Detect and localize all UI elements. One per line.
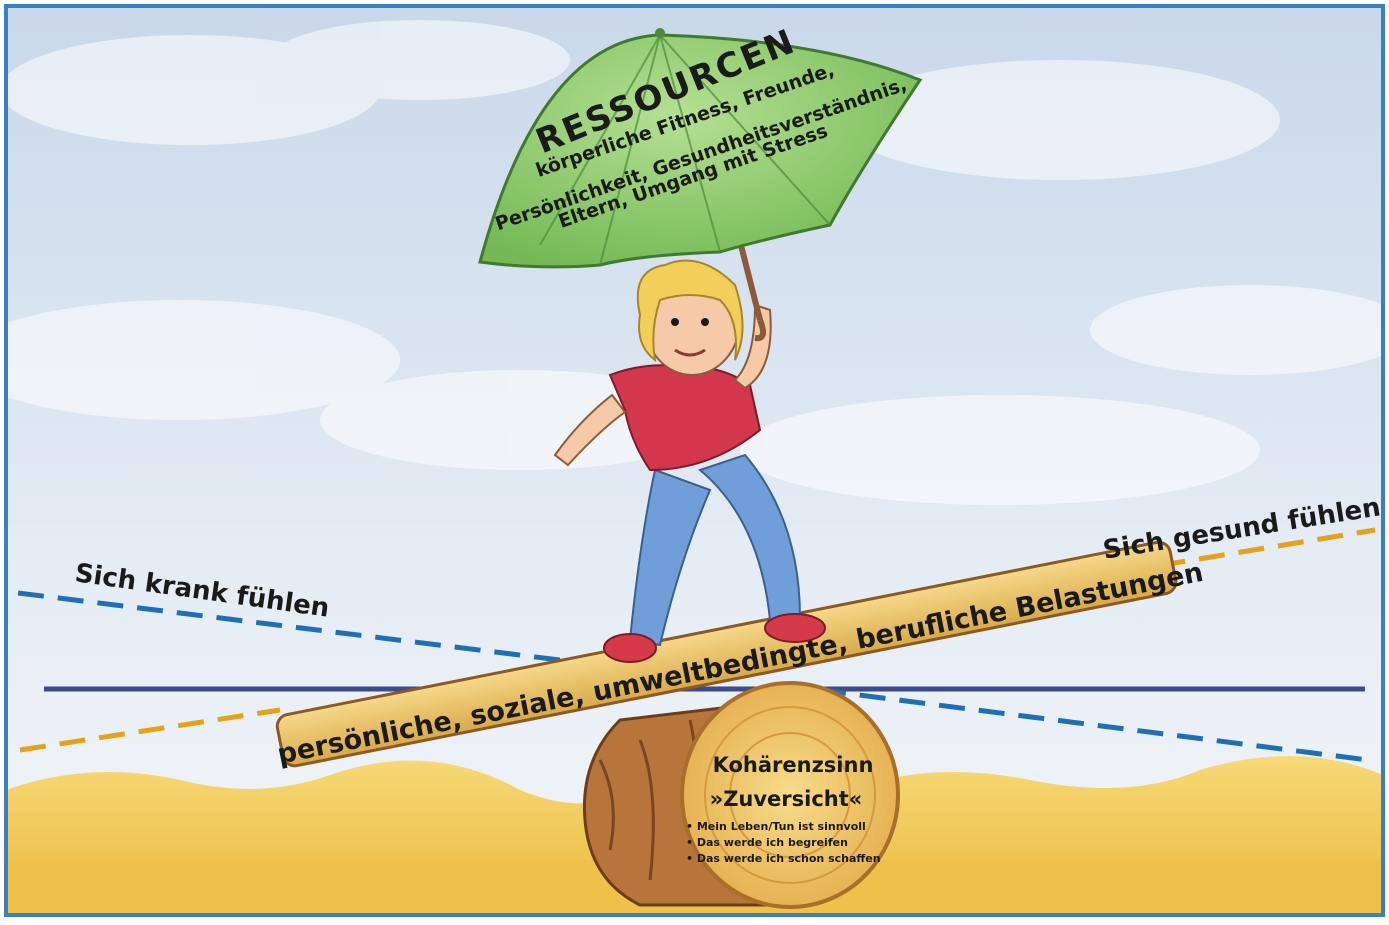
sick-dashed-line-left [17,590,561,663]
log-subtitle: »Zuversicht« [710,787,863,811]
healthy-dashed-line-left [19,707,281,753]
clouds [0,20,1389,505]
frame-border [4,4,1385,917]
log-title: Kohärenzsinn [713,753,874,777]
log-bullet-3: • Das werde ich schon schaffen [686,852,881,865]
log-bullet-2: • Das werde ich begreifen [686,836,848,849]
log-bullet-1: • Mein Leben/Tun ist sinnvoll [686,820,866,833]
seesaw-plank [275,540,1178,768]
girl-figure [553,259,826,663]
umbrella-icon [478,28,923,342]
log-fulcrum [582,681,900,909]
sick-dashed-line-right [819,687,1369,763]
